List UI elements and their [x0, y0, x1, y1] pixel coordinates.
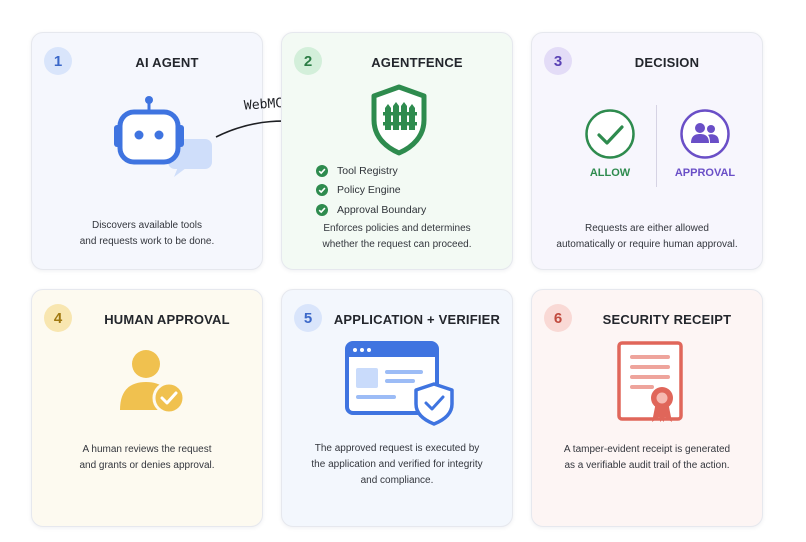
card-application-verifier: 5 APPLICATION + VERIFIER The approved re… — [281, 289, 513, 527]
step-number-badge: 3 — [544, 47, 572, 75]
certificate-icon — [617, 341, 683, 422]
card-description: Discovers available tools and requests w… — [79, 220, 215, 247]
card-title: SECURITY RECEIPT — [602, 312, 732, 327]
card-human-approval: 4 HUMAN APPROVAL A human reviews the req… — [31, 289, 263, 527]
card-description: A tamper-evident receipt is generated as… — [563, 444, 731, 471]
step-number-badge: 4 — [44, 304, 72, 332]
check-circle-icon — [316, 203, 328, 216]
check-circle-icon — [585, 109, 635, 159]
card-description: Enforces policies and determines whether… — [322, 223, 472, 250]
step-number-badge: 6 — [544, 304, 572, 332]
shield-fence-icon — [371, 84, 427, 156]
step-number-badge: 2 — [294, 47, 322, 75]
allow-label: ALLOW — [589, 167, 631, 179]
robot-icon — [114, 96, 212, 177]
step-number-badge: 1 — [44, 47, 72, 75]
card-agentfence: 2 AGENTFENCE Tool Registry Policy Engine… — [281, 32, 513, 270]
card-title: HUMAN APPROVAL — [104, 312, 230, 327]
checklist-item: Policy Engine — [316, 181, 426, 201]
checklist-item: Tool Registry — [316, 161, 426, 181]
card-title: DECISION — [634, 55, 700, 70]
step-number-badge: 5 — [294, 304, 322, 332]
user-check-icon — [120, 350, 186, 415]
card-title: AGENTFENCE — [371, 55, 463, 70]
card-title: APPLICATION + VERIFIER — [333, 312, 501, 327]
browser-shield-icon — [345, 341, 454, 426]
checklist: Tool Registry Policy Engine Approval Bou… — [316, 161, 426, 220]
checklist-item: Approval Boundary — [316, 200, 426, 220]
card-description: Requests are either allowed automaticall… — [556, 223, 738, 250]
approval-label: APPROVAL — [674, 167, 736, 179]
card-title: AI AGENT — [135, 55, 199, 70]
card-security-receipt: 6 SECURITY RECEIPT A tamper-evident rece… — [531, 289, 763, 527]
card-description: The approved request is executed by the … — [311, 443, 483, 486]
card-description: A human reviews the request and grants o… — [79, 444, 215, 471]
check-circle-icon — [316, 164, 328, 177]
card-ai-agent: 1 AI AGENT Discovers available tools and… — [31, 32, 263, 270]
decision-divider — [656, 105, 657, 187]
card-decision: 3 DECISION ALLOW APPROVAL Requests are e… — [531, 32, 763, 270]
users-circle-icon — [680, 109, 730, 159]
check-circle-icon — [316, 184, 328, 197]
